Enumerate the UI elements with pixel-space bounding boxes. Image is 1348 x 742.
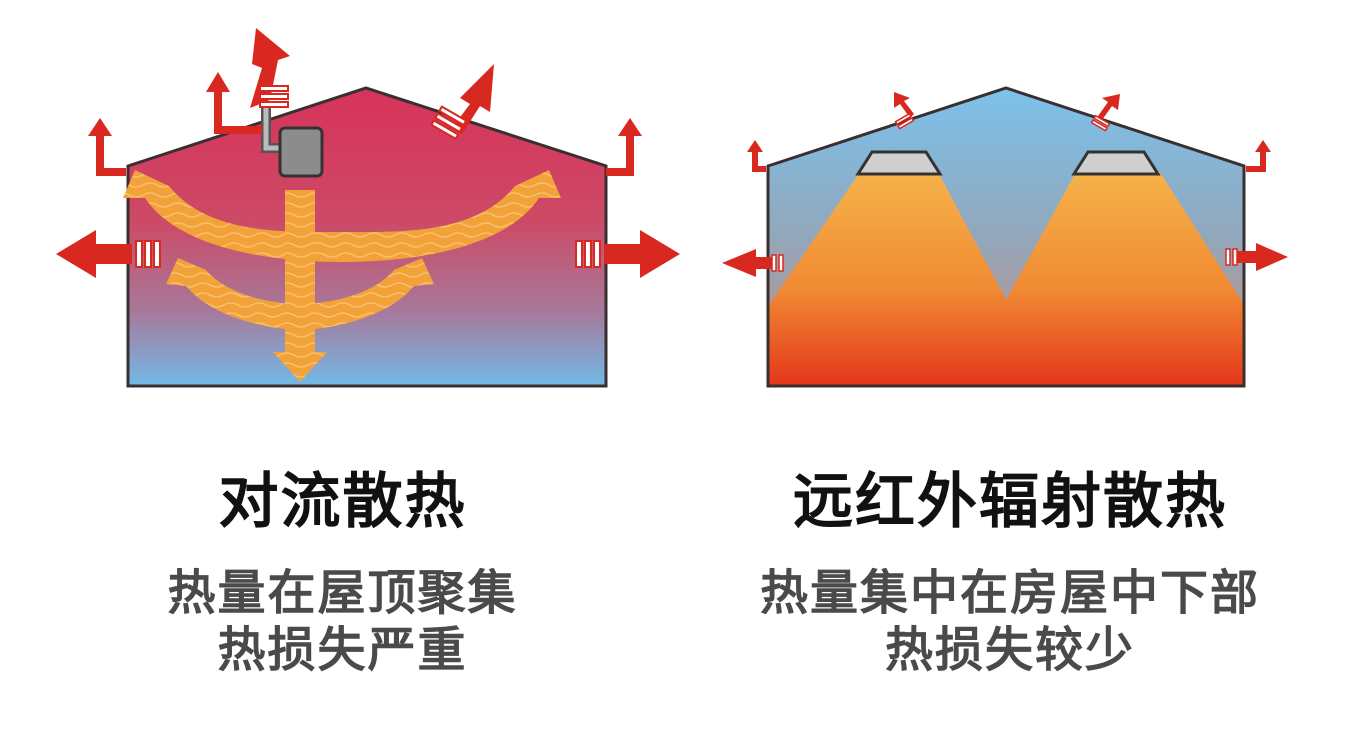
infrared-house — [722, 88, 1288, 386]
infrared-heater-right — [1074, 152, 1158, 174]
left-wall-arrow — [56, 230, 132, 278]
left-eave-arrow — [88, 118, 126, 176]
infrared-heater-left — [858, 152, 940, 174]
right-eave-arrow — [606, 118, 642, 176]
right-roof-arrow-left — [894, 92, 914, 118]
convection-description-line-2: 热损失严重 — [0, 622, 685, 678]
heater-unit — [280, 128, 322, 176]
infrared-description-line-2: 热损失较少 — [690, 622, 1330, 678]
infrared-description-line-1: 热量集中在房屋中下部 — [690, 565, 1330, 621]
right-roof-arrow-right — [1098, 94, 1120, 120]
right-wall-arrow — [604, 230, 680, 278]
convection-house — [56, 28, 680, 386]
infrared-title: 远红外辐射散热 — [690, 466, 1330, 538]
right-left-wall-arrow — [722, 249, 774, 277]
convection-title: 对流散热 — [0, 466, 685, 538]
right-left-eave-arrow — [747, 140, 766, 172]
convection-description-line-1: 热量在屋顶聚集 — [0, 565, 685, 621]
right-right-eave-arrow — [1246, 140, 1271, 172]
